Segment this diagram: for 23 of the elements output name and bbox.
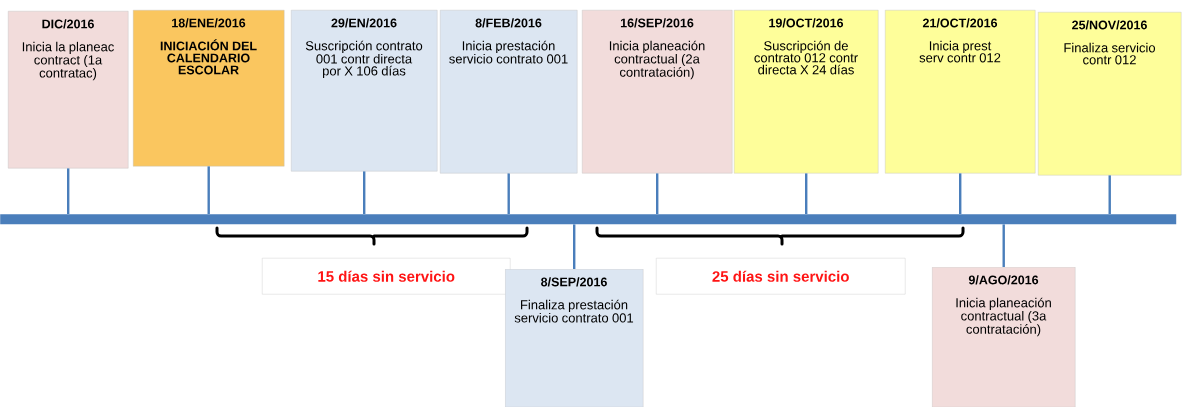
event-box: 19/OCT/2016 Suscripción de contrato 012 contr directa X 24 días: [734, 10, 879, 174]
annotation-box: 25 días sin servicio: [656, 258, 906, 295]
event-box: 16/SEP/2016 Inicia planeación contractual (2a contratación): [582, 10, 733, 174]
event-box: 8/SEP/2016 Finaliza prestación servicio contrato 001: [505, 269, 644, 407]
connector-line: [507, 173, 510, 214]
connector-line: [67, 168, 70, 214]
event-box: DIC/2016 Inicia la planeac contract (1a contratac): [8, 11, 129, 169]
connector-line: [959, 173, 962, 214]
annotation-box: 15 días sin servicio: [262, 258, 511, 295]
event-box: 8/FEB/2016 Inicia prestación servicio contrato 001: [440, 10, 578, 174]
event-box: 29/EN/2016 Suscripción contrato 001 contr directa por X 106 días: [291, 10, 438, 172]
event-box: 21/OCT/2016 Inicia prest serv contr 012: [885, 10, 1036, 174]
event-box: 18/ENE/2016 INICIACIÓN DEL CALENDARIO ESCOLAR: [133, 10, 285, 167]
connector-line: [573, 224, 576, 269]
connector-line: [1108, 175, 1111, 214]
connector-line: [1002, 224, 1005, 267]
connector-line: [207, 166, 210, 214]
timeline-bar: [0, 214, 1177, 225]
event-box: 9/AGO/2016 Inicia planeación contractual (3a contratación): [932, 267, 1076, 407]
connector-line: [656, 173, 659, 214]
connector-line: [363, 171, 366, 214]
connector-line: [805, 173, 808, 214]
event-box: 25/NOV/2016 Finaliza servicio contr 012: [1038, 12, 1182, 176]
